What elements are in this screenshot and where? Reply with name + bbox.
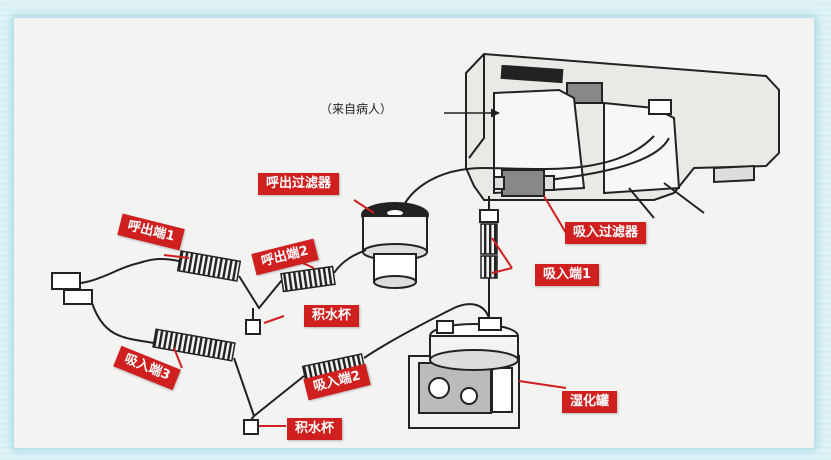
label-water-trap-lower: 积水杯 bbox=[287, 418, 343, 440]
humidifier-device bbox=[408, 317, 520, 429]
patient-caption: （来自病人） bbox=[320, 102, 393, 116]
label-water-trap-upper: 积水杯 bbox=[304, 305, 360, 327]
label-inhale-end-1: 吸入端1 bbox=[535, 264, 600, 286]
inhale-filter-device bbox=[493, 169, 555, 197]
label-humidifier: 湿化罐 bbox=[562, 391, 618, 413]
label-exhale-filter: 呼出过滤器 bbox=[258, 173, 340, 195]
label-inhale-filter: 吸入过滤器 bbox=[565, 222, 647, 244]
patient-wye-connector bbox=[51, 272, 93, 305]
ventilator bbox=[465, 52, 780, 219]
exhale-filter-device bbox=[361, 202, 429, 289]
